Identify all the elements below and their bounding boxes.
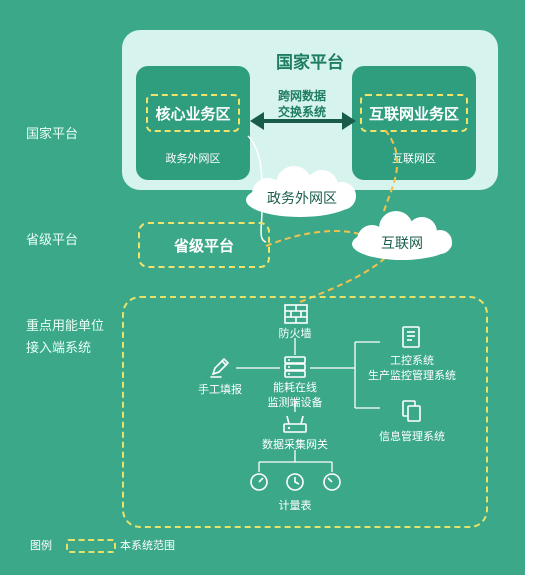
internet-cloud-to-firewall-line <box>299 257 386 303</box>
meter-label: 计量表 <box>278 499 312 512</box>
firewall-label: 防火墙 <box>278 327 312 340</box>
level-label-access-line1: 重点用能单位 <box>26 319 105 334</box>
legend-dashed-sample <box>66 539 116 553</box>
gauge-icon-1 <box>250 473 268 491</box>
monitor-device-line1: 能耗在线 <box>273 381 317 394</box>
control-system-line1: 工控系统 <box>390 354 434 367</box>
core-zone-panel: 核心业务区 政务外网区 <box>136 66 250 180</box>
gov-network-cloud <box>246 166 356 217</box>
control-system-label: 工控系统 生产监控管理系统 <box>362 353 462 383</box>
legend-label: 图例 <box>30 539 52 552</box>
document-icon <box>402 326 420 348</box>
internet-zone-label: 互联网业务区 <box>360 94 468 132</box>
core-zone-label: 核心业务区 <box>146 94 240 132</box>
core-zone-sub: 政务外网区 <box>165 152 221 165</box>
pen-icon <box>210 357 230 378</box>
internet-zone-sub: 互联网区 <box>392 152 436 165</box>
control-system-line2: 生产监控管理系统 <box>368 369 456 382</box>
level-label-national: 国家平台 <box>26 127 79 142</box>
firewall-icon <box>284 304 308 324</box>
internet-cloud-label: 互联网 <box>381 236 423 252</box>
exchange-system-label: 跨网数据 交换系统 <box>262 88 342 120</box>
legend-description: 本系统范围 <box>120 539 175 552</box>
provincial-platform-box: 省级平台 <box>138 222 270 268</box>
clock-icon <box>286 473 304 491</box>
exchange-system-line2: 交换系统 <box>277 105 326 119</box>
national-platform-title: 国家平台 <box>276 53 344 73</box>
exchange-arrow <box>250 112 356 130</box>
internet-zone-panel: 互联网业务区 互联网区 <box>352 66 476 180</box>
files-icon <box>402 400 421 422</box>
gateway-label: 数据采集网关 <box>262 438 328 451</box>
exchange-system-line1: 跨网数据 <box>277 89 326 103</box>
info-system-label: 信息管理系统 <box>379 430 445 443</box>
level-label-access-line2: 接入端系统 <box>26 341 92 356</box>
internet-to-cloud-line <box>382 129 399 215</box>
manual-input-label: 手工填报 <box>198 383 242 396</box>
gov-cloud-label: 政务外网区 <box>267 191 337 207</box>
architecture-diagram: 国家平台 省级平台 重点用能单位 接入端系统 国家平台 核心业务区 政务外网区 … <box>0 0 525 575</box>
monitor-device-label: 能耗在线 监测端设备 <box>255 380 335 410</box>
diagram-graphics <box>236 112 452 472</box>
level-label-provincial: 省级平台 <box>26 233 79 248</box>
access-connector-lines <box>236 338 380 472</box>
server-icon <box>284 356 306 378</box>
prov-to-internet-cloud-line <box>265 230 366 247</box>
monitor-device-line2: 监测端设备 <box>267 396 323 409</box>
gauge-icon-2 <box>323 473 341 491</box>
internet-cloud <box>352 211 452 260</box>
access-system-box <box>122 296 488 528</box>
router-icon <box>283 415 307 433</box>
